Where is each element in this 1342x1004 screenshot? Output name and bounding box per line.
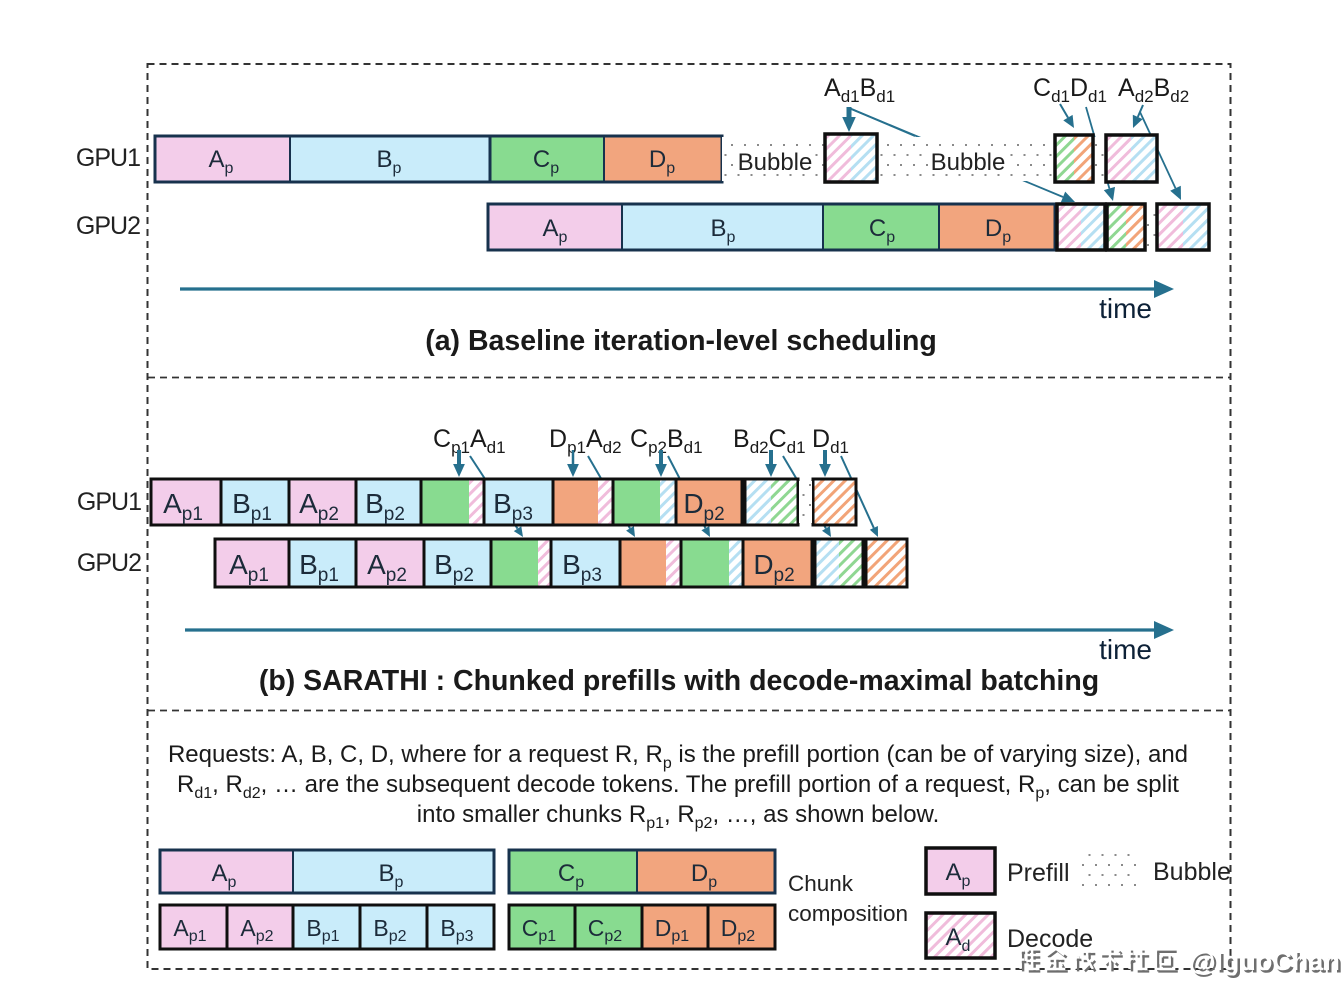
- svg-text:GPU2: GPU2: [76, 212, 140, 240]
- svg-text:(a) Baseline iteration-level s: (a) Baseline iteration-level scheduling: [425, 325, 937, 357]
- svg-text:time: time: [1099, 634, 1152, 665]
- svg-text:GPU2: GPU2: [77, 549, 141, 577]
- svg-text:time: time: [1099, 293, 1152, 324]
- svg-text:@IguoChan: @IguoChan: [1192, 949, 1342, 979]
- svg-text:Requests: A, B, C, D, where fo: Requests: A, B, C, D, where for a reques…: [168, 741, 1188, 772]
- svg-text:Bubble: Bubble: [931, 149, 1006, 176]
- svg-text:Bubble: Bubble: [738, 149, 813, 176]
- svg-text:Prefill: Prefill: [1007, 859, 1070, 887]
- svg-text:into smaller chunks Rp1, Rp2,: into smaller chunks Rp1, Rp2, …, as show…: [417, 801, 939, 832]
- svg-text:GPU1: GPU1: [76, 144, 140, 172]
- svg-text:Chunk: Chunk: [788, 871, 854, 896]
- svg-text:Bubble: Bubble: [1153, 858, 1231, 886]
- svg-text:Bd2Cd1: Bd2Cd1: [733, 425, 806, 457]
- svg-text:composition: composition: [788, 901, 908, 926]
- svg-text:@IguoChan: @IguoChan: [1189, 946, 1340, 976]
- svg-text:GPU1: GPU1: [77, 488, 141, 516]
- svg-text:Ad2Bd2: Ad2Bd2: [1118, 74, 1189, 106]
- svg-text:Cp1Ad1: Cp1Ad1: [433, 425, 506, 457]
- svg-text:Cp: Cp: [558, 860, 584, 891]
- svg-text:Bp1: Bp1: [232, 488, 272, 525]
- svg-text:Bp2: Bp2: [373, 915, 406, 945]
- svg-text:Ap: Ap: [543, 215, 568, 246]
- svg-text:(b) SARATHI : Chunked prefills: (b) SARATHI : Chunked prefills with deco…: [259, 665, 1099, 697]
- svg-text:Rd1, Rd2, … are the subsequent: Rd1, Rd2, … are the subsequent decode to…: [177, 771, 1179, 802]
- svg-text:Dp2: Dp2: [753, 549, 794, 586]
